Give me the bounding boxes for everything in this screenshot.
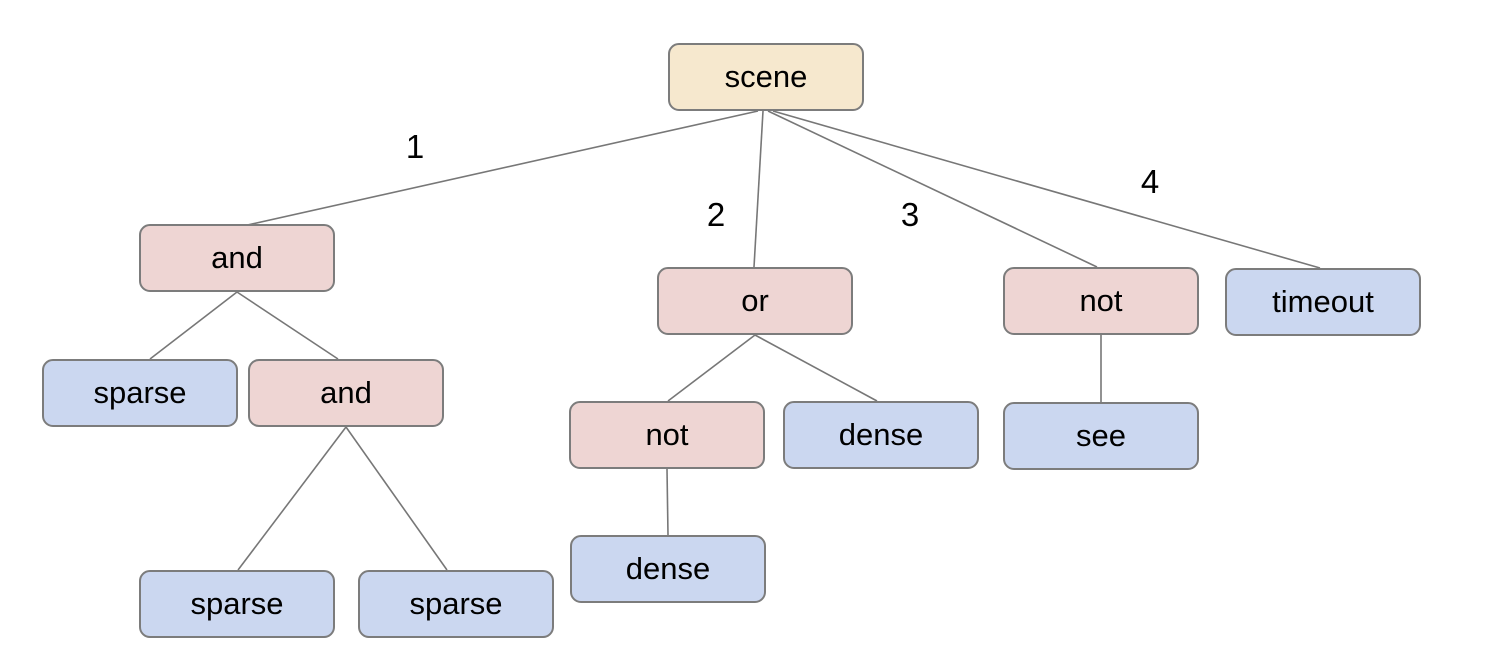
node-dense-1: dense	[783, 401, 979, 469]
node-sparse-1: sparse	[42, 359, 238, 427]
edge-label-3: 3	[900, 196, 920, 233]
node-see-1: see	[1003, 402, 1199, 470]
edge-and2-sparse2	[237, 426, 347, 571]
node-sparse-3: sparse	[358, 570, 554, 638]
edge-scene-not	[767, 110, 1098, 268]
edge-or-not	[667, 334, 756, 402]
edge-label-4: 4	[1140, 163, 1160, 200]
node-not-1: not	[1003, 267, 1199, 335]
edge-label-2: 2	[706, 196, 726, 233]
node-scene: scene	[668, 43, 864, 111]
node-and-2: and	[248, 359, 444, 427]
node-not-2: not	[569, 401, 765, 469]
edge-and-and	[236, 291, 339, 360]
edge-or-dense	[754, 334, 878, 402]
edge-and2-sparse3	[345, 426, 448, 571]
edge-scene-timeout	[772, 110, 1321, 269]
node-and-1: and	[139, 224, 335, 292]
node-or-1: or	[657, 267, 853, 335]
node-timeout-1: timeout	[1225, 268, 1421, 336]
edge-and-sparse	[149, 291, 238, 360]
edge-not2-dense2	[666, 468, 669, 536]
edge-label-1: 1	[405, 128, 425, 165]
edge-scene-or	[753, 110, 764, 268]
node-dense-2: dense	[570, 535, 766, 603]
edge-scene-and	[242, 110, 759, 227]
node-sparse-2: sparse	[139, 570, 335, 638]
